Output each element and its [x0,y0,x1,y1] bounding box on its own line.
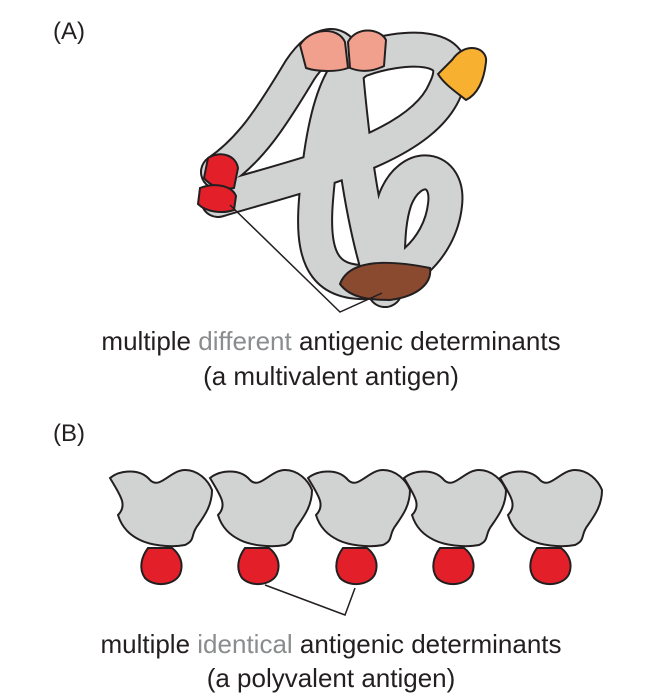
leader-line-a [229,204,383,313]
panel-a-caption-rest: antigenic determinants [298,326,561,356]
folded-protein-chain [200,28,469,308]
leader-line-b [264,584,356,616]
subunit-3 [306,468,412,586]
panel-b-caption-line1: multiple identical antigenic determinant… [0,628,662,660]
determinant-brown [338,261,432,302]
panel-a-caption-highlight: different [198,326,292,356]
subunit-1 [108,468,214,586]
determinant-red-lower [196,184,238,213]
polymer-chain [108,468,604,586]
determinant-red-upper [202,153,240,190]
panel-a-caption-word1: multiple [101,326,192,356]
chain-fill [202,33,467,306]
determinant-salmon-right [346,29,388,72]
panel-b-caption-rest: antigenic determinants [299,629,562,659]
panel-b-caption-highlight: identical [197,629,293,659]
panel-a-label: (A) [53,18,85,45]
panel-a-caption-line1: multiple different antigenic determinant… [0,325,662,357]
panel-b-label: (B) [53,420,85,447]
panel-a-caption-line2: (a multivalent antigen) [203,361,459,391]
panel-b-caption-line2: (a polyvalent antigen) [206,663,456,693]
panel-b-caption-word1: multiple [100,629,191,659]
determinant-salmon-left [298,30,350,72]
subunit-2 [208,468,314,586]
subunit-5 [498,468,604,586]
subunit-4 [402,468,508,586]
determinant-orange [436,47,488,102]
